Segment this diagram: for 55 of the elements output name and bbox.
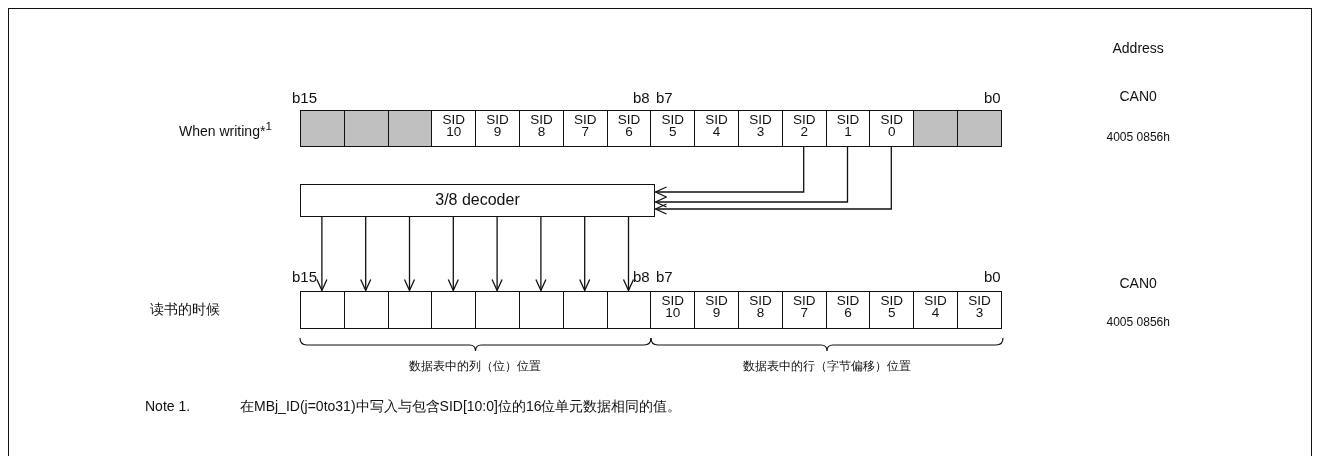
arrow <box>535 216 547 292</box>
row-label: When writing*$^{1}$ <box>179 119 272 139</box>
bit-cell: SID 5 <box>869 291 915 329</box>
reserved-bit-cell <box>913 110 958 147</box>
arrow <box>654 146 805 198</box>
address-value: 4005 0856h <box>1106 130 1170 144</box>
bit-cell: SID 0 <box>869 110 915 147</box>
decoder-block: 3/8 decoder <box>300 184 655 217</box>
bit-number: b8 <box>633 268 650 285</box>
address-value: 4005 0856h <box>1106 315 1170 329</box>
arrow <box>316 216 328 292</box>
bit-cell: SID 1 <box>825 110 871 147</box>
bit-number: b15 <box>292 89 318 106</box>
bit-cell: SID 3 <box>957 291 1002 329</box>
arrow <box>491 216 503 292</box>
column-heading: Address <box>1112 40 1164 56</box>
note-number: Note 1. <box>145 398 191 414</box>
bit-cell: SID 2 <box>781 110 827 147</box>
bit-number: b8 <box>633 89 650 106</box>
reserved-bit-cell <box>957 110 1002 147</box>
bit-cell: SID 8 <box>738 291 783 329</box>
row-label: 读书的时候 <box>150 301 220 319</box>
bit-number: b7 <box>656 268 673 285</box>
reserved-bit-cell <box>387 110 433 147</box>
bit-number: b15 <box>292 268 318 285</box>
bit-cell: SID 4 <box>913 291 958 329</box>
note-text: 在MBj_ID(j=0to31)中写入与包含SID[10:0]位的16位单元数据相同的值。 <box>240 398 682 416</box>
field-description: 数据表中的列（位）位置 <box>409 358 541 375</box>
arrow <box>447 216 459 292</box>
bit-number: b0 <box>984 89 1001 106</box>
field-description: 数据表中的行（字节偏移）位置 <box>743 358 911 375</box>
arrow <box>403 216 416 292</box>
bit-cell: SID 5 <box>650 110 696 147</box>
bit-cell: SID 8 <box>519 110 564 147</box>
bit-number: b0 <box>984 268 1001 285</box>
arrow <box>579 216 591 292</box>
arrow <box>360 216 372 292</box>
arrow <box>622 216 635 292</box>
bit-cell: SID 10 <box>650 291 696 329</box>
bit-cell: SID 9 <box>475 110 520 147</box>
bit-cell: SID 7 <box>781 291 827 329</box>
bit-cell: SID 4 <box>694 110 739 147</box>
register-name: CAN0 <box>1119 88 1157 104</box>
bit-cell: SID 6 <box>606 110 652 147</box>
bit-cell: SID 6 <box>825 291 871 329</box>
bit-cell: SID 3 <box>738 110 783 147</box>
bit-cell: SID 7 <box>562 110 608 147</box>
register-name: CAN0 <box>1119 275 1157 291</box>
reserved-bit-cell <box>343 110 389 147</box>
arrow <box>654 146 849 208</box>
bit-cell: SID 9 <box>694 291 739 329</box>
bit-number: b7 <box>656 89 673 106</box>
arrow <box>654 146 892 215</box>
bit-cell: SID 10 <box>431 110 477 147</box>
reserved-bit-cell <box>300 110 345 147</box>
